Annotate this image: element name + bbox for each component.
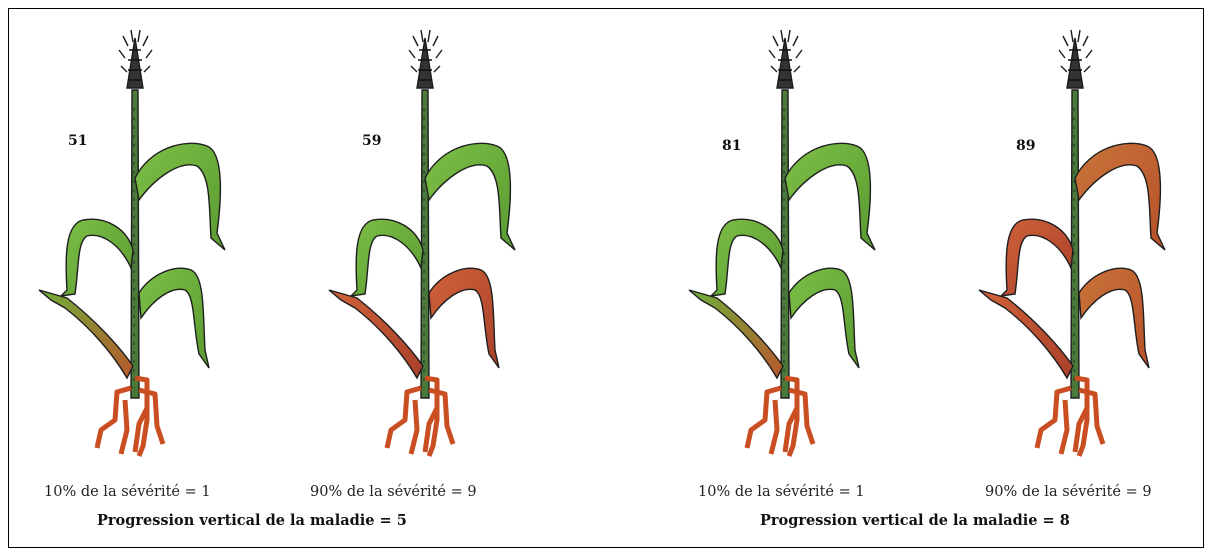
leaf-mid-left — [1001, 219, 1073, 296]
severity-label: 90% de la sévérité = 9 — [310, 484, 477, 500]
leaf-low-left — [979, 290, 1073, 378]
severity-label: 10% de la sévérité = 1 — [698, 484, 865, 500]
leaf-mid-right — [139, 268, 209, 368]
progression-label: Progression vertical de la maladie = 5 — [97, 512, 407, 529]
progression-label: Progression vertical de la maladie = 8 — [760, 512, 1070, 529]
leaf-mid-right — [429, 268, 499, 368]
leaf-low-left — [39, 290, 133, 378]
leaf-top-right — [135, 143, 225, 250]
leaf-low-left — [329, 290, 423, 378]
growth-stage-code: 59 — [362, 133, 381, 149]
leaf-top-right — [425, 143, 515, 250]
severity-label: 90% de la sévérité = 9 — [985, 484, 1152, 500]
plant-illustration-81 — [685, 28, 905, 468]
leaf-mid-left — [711, 219, 783, 296]
leaf-top-right — [1075, 143, 1165, 250]
plant-illustration-59 — [325, 28, 545, 468]
plant-illustration-51 — [35, 28, 255, 468]
growth-stage-code: 51 — [68, 133, 87, 149]
growth-stage-code: 89 — [1016, 138, 1035, 154]
leaf-low-left — [689, 290, 783, 378]
plant-illustration-89 — [975, 28, 1195, 468]
severity-label: 10% de la sévérité = 1 — [44, 484, 211, 500]
leaf-mid-left — [61, 219, 133, 296]
leaf-mid-right — [789, 268, 859, 368]
leaf-top-right — [785, 143, 875, 250]
growth-stage-code: 81 — [722, 138, 741, 154]
leaf-mid-right — [1079, 268, 1149, 368]
leaf-mid-left — [351, 219, 423, 296]
